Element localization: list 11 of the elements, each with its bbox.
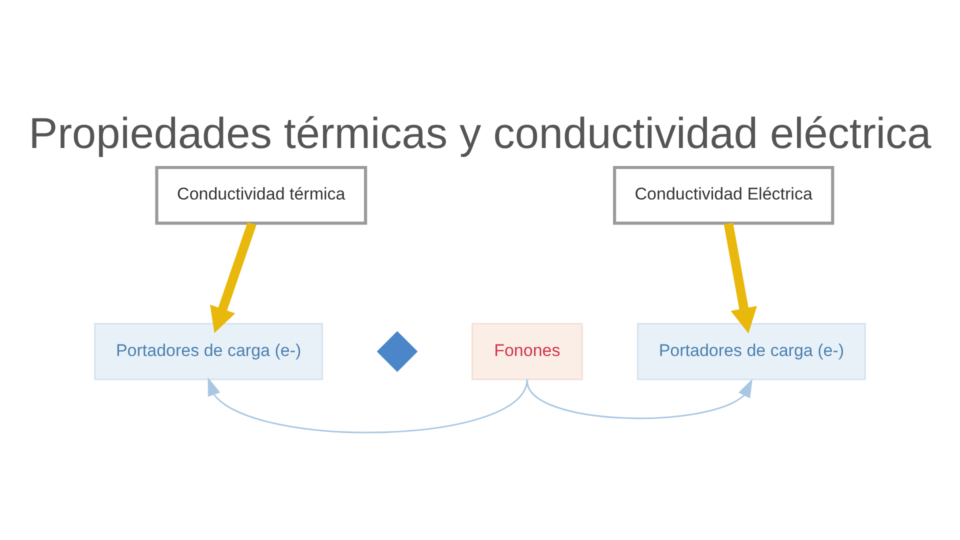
arrow [210,222,256,334]
node-box: Conductividad Eléctrica [613,166,834,225]
arrow [526,378,752,419]
node-diamond [376,331,418,372]
node-box: Portadores de carga (e-) [636,322,866,380]
node-box: Fonones [472,322,583,380]
diagram-title: Propiedades térmicas y conductividad eléctrica [28,110,932,158]
arrow [208,377,528,433]
node-box: Portadores de carga (e-) [94,322,324,380]
node-box: Conductividad térmica [155,166,368,225]
arrow [724,222,757,334]
